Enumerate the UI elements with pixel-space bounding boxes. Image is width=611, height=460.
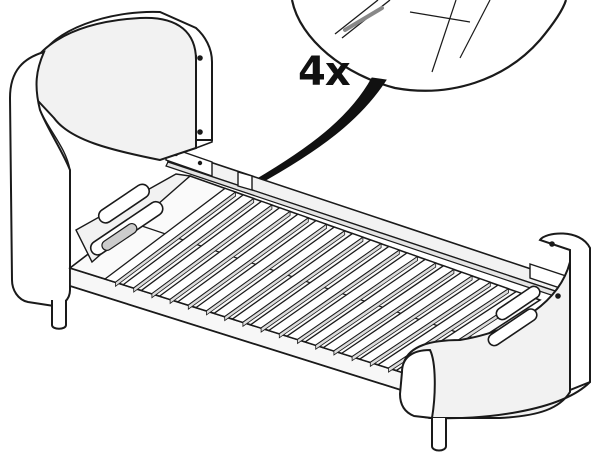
bolt-icon [197,129,203,135]
bed-leg-icon [431,418,447,452]
bolt-icon [549,241,555,247]
footboard [398,232,591,420]
slat-edge [151,204,273,299]
slat-edge [297,255,418,345]
slat-edge [351,275,473,362]
quantity-label: 4x [298,49,351,95]
bolt-icon [197,55,203,61]
slat-edge [133,197,255,293]
slat-edge [242,236,364,328]
detail-magnifier [290,0,568,92]
slat-edge [169,210,291,305]
headboard [8,10,213,308]
slat-edge [278,249,400,339]
bolt-icon [555,293,561,299]
slat-edge [315,262,437,350]
head-end-panel [75,173,192,264]
slat-edge [260,242,382,333]
slat-edge [206,223,327,316]
slat-edge [224,230,346,322]
slat-edge [187,217,309,310]
slat-edge [369,281,491,368]
slat-edge [333,268,455,356]
slat-edge [115,191,236,288]
bed-leg-icon [51,300,67,330]
slats [103,187,529,379]
